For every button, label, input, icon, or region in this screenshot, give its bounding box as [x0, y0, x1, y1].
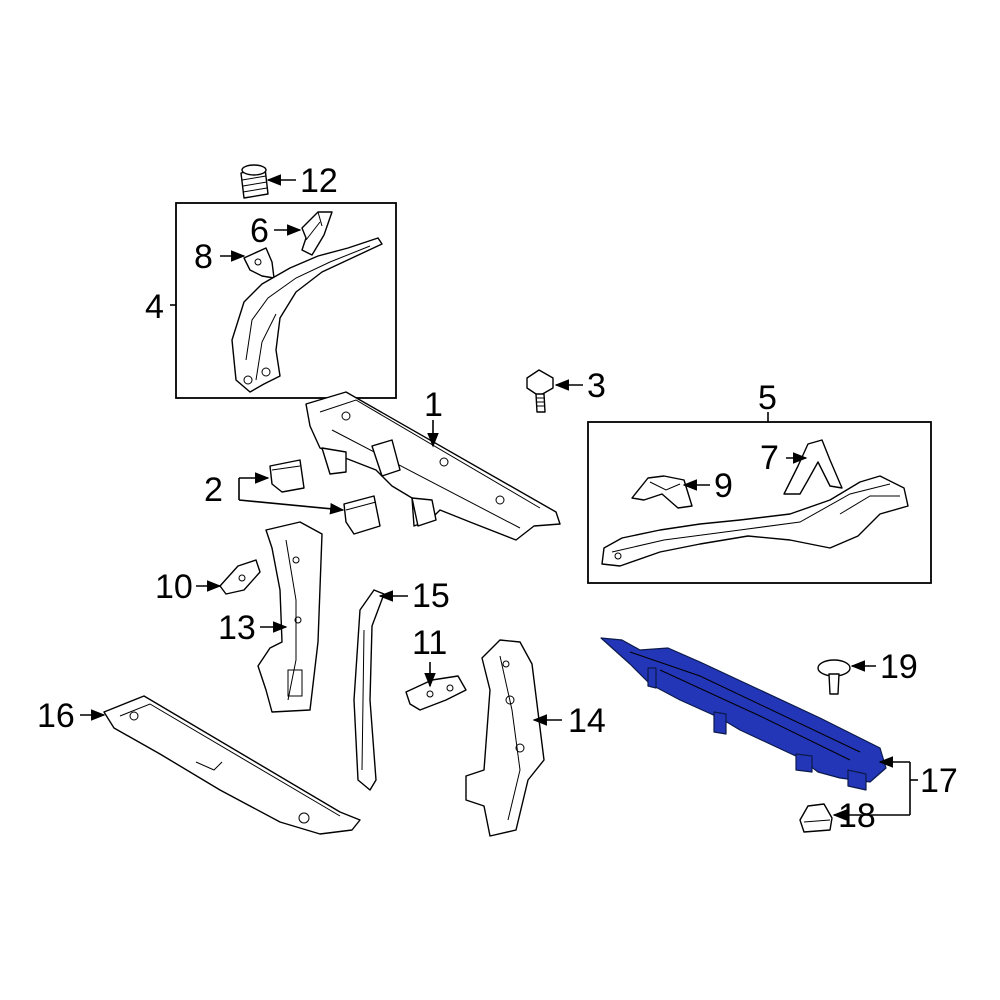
part-12-bumper[interactable] — [240, 164, 269, 199]
part-2-clip-upper[interactable] — [269, 459, 305, 493]
part-19-push-clip[interactable] — [817, 659, 851, 695]
part-9-bracket[interactable] — [631, 475, 693, 509]
callout-12[interactable]: 12 — [300, 162, 338, 200]
callout-labels: 1 2 3 4 5 6 7 8 9 10 11 12 13 14 15 16 1… — [37, 162, 958, 835]
callout-5[interactable]: 5 — [758, 379, 777, 417]
part-16-lower-support[interactable] — [103, 695, 361, 835]
callout-16[interactable]: 16 — [37, 697, 75, 735]
callout-17[interactable]: 17 — [920, 762, 958, 800]
part-8-bracket[interactable] — [243, 247, 275, 279]
callout-3[interactable]: 3 — [587, 367, 606, 405]
part-17-deflector[interactable] — [600, 637, 887, 791]
callout-2[interactable]: 2 — [204, 471, 223, 509]
leader-lines — [80, 174, 918, 821]
group-box-4 — [175, 202, 397, 399]
callout-4[interactable]: 4 — [145, 288, 164, 326]
callout-1[interactable]: 1 — [424, 386, 443, 424]
callout-8[interactable]: 8 — [194, 238, 213, 276]
group-box-5 — [587, 421, 932, 584]
callout-7[interactable]: 7 — [760, 439, 779, 477]
callout-9[interactable]: 9 — [714, 467, 733, 505]
callout-15[interactable]: 15 — [412, 577, 450, 615]
part-7-bracket[interactable] — [783, 439, 843, 495]
part-3-bolt[interactable] — [526, 369, 554, 413]
callout-6[interactable]: 6 — [250, 212, 269, 250]
part-4-apron-member[interactable] — [231, 237, 383, 393]
part-15-seal-strip[interactable] — [353, 589, 385, 791]
callout-14[interactable]: 14 — [568, 702, 606, 740]
part-18-clip[interactable] — [799, 803, 833, 833]
part-10-bracket[interactable] — [219, 559, 261, 595]
callout-11[interactable]: 11 — [412, 624, 447, 662]
part-11-bracket[interactable] — [405, 675, 467, 711]
callout-19[interactable]: 19 — [880, 648, 918, 686]
part-13-side-support[interactable] — [257, 521, 323, 713]
part-1-upper-support[interactable] — [305, 391, 561, 541]
part-6-bracket[interactable] — [301, 211, 333, 256]
callout-13[interactable]: 13 — [218, 609, 256, 647]
part-2-clip-lower[interactable] — [343, 495, 381, 535]
part-14-side-support[interactable] — [465, 639, 545, 837]
callout-10[interactable]: 10 — [155, 568, 193, 606]
part-5-apron-member[interactable] — [601, 475, 909, 567]
callout-18[interactable]: 18 — [838, 797, 876, 835]
